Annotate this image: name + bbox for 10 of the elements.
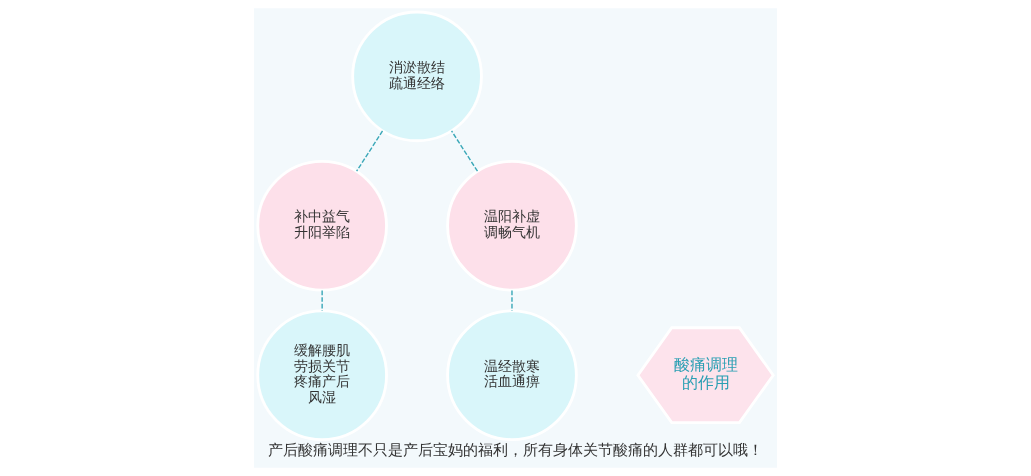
connector	[355, 130, 384, 172]
caption: 产后酸痛调理不只是产后宝妈的福利，所有身体关节酸痛的人群都可以哦！	[268, 441, 763, 460]
node-circle: 消淤散结疏通经络	[351, 10, 483, 143]
node-circle: 温阳补虚调畅气机	[446, 160, 578, 292]
node-circle: 缓解腰肌劳损关节疼痛产后风湿	[256, 309, 388, 441]
connector	[450, 130, 479, 172]
connector	[511, 289, 513, 312]
node-circle: 温经散寒活血通痹	[446, 309, 578, 441]
node-circle: 补中益气升阳举陷	[256, 160, 388, 292]
connector	[321, 289, 323, 312]
